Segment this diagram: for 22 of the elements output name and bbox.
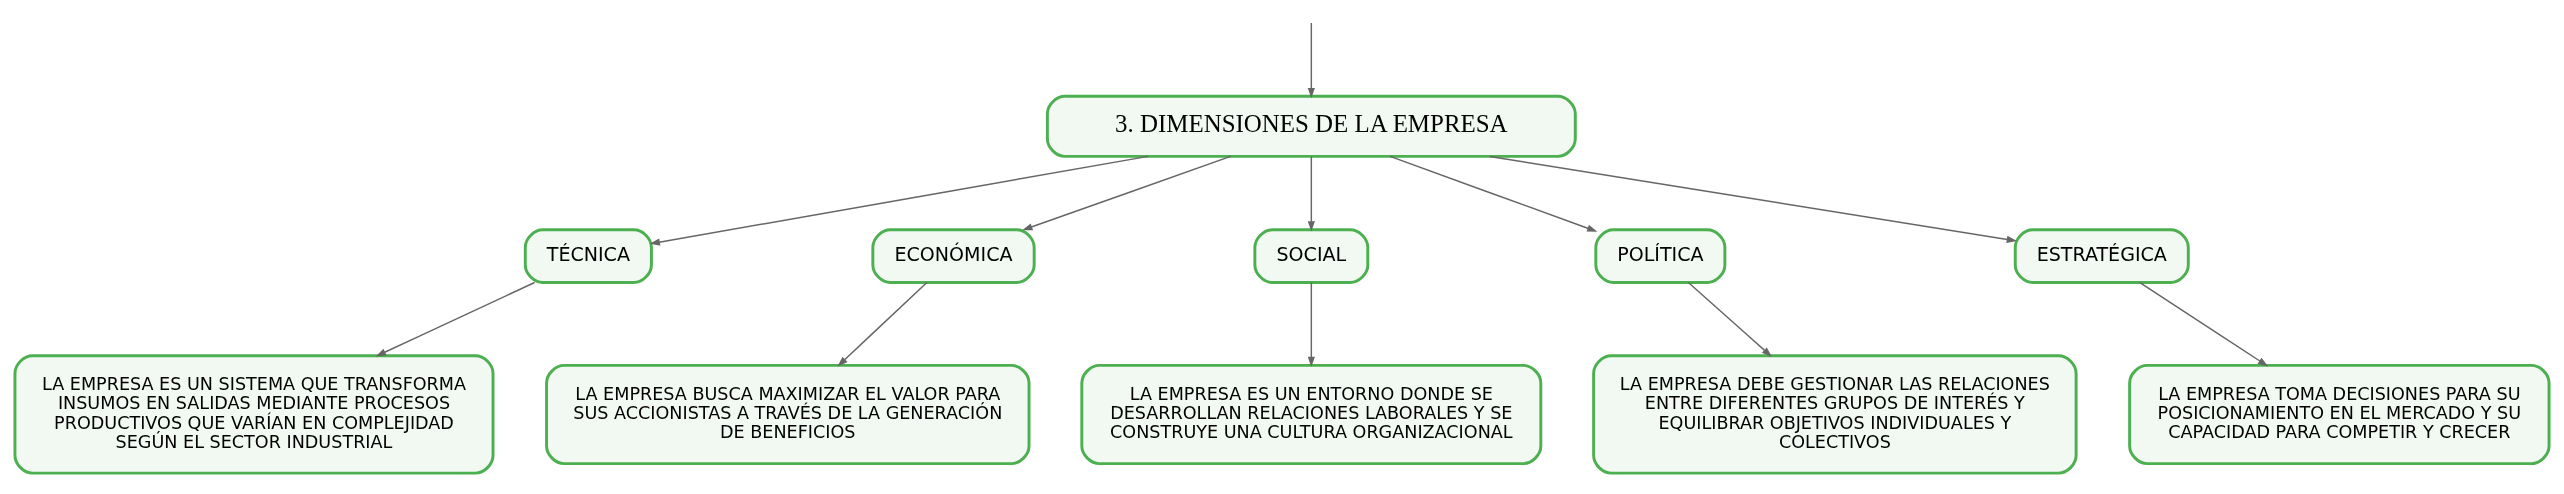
node-box: SOCIAL xyxy=(1253,227,1370,284)
arrow xyxy=(1307,21,1315,98)
arrow xyxy=(1022,155,1232,230)
arrow xyxy=(1389,155,1598,232)
node-box: LA EMPRESA BUSCA MAXIMIZAR EL VALOR PARA SUS ACCIONISTAS A TRAVÉS DE LA GENERACIÓN DE BENEFICIOS xyxy=(545,363,1031,465)
arrow xyxy=(2139,281,2269,366)
node-box: ECONÓMICA xyxy=(871,227,1036,284)
node-box: POLÍTICA xyxy=(1594,227,1727,284)
node-box: LA EMPRESA ES UN SISTEMA QUE TRANSFORMA INSUMOS EN SALIDAS MEDIANTE PROCESOS PRODUCTIVOS QUE VARÍAN EN COMPLEJIDAD SEGÚN EL SECTOR INDUSTRIAL xyxy=(13,353,495,475)
node-box: LA EMPRESA DEBE GESTIONAR LAS RELACIONES ENTRE DIFERENTES GRUPOS DE INTERÉS Y EQUILIBRAR OBJETIVOS INDIVIDUALES Y COLECTIVOS xyxy=(1592,353,2078,475)
node-box: LA EMPRESA ES UN ENTORNO DONDE SE DESARROLLAN RELACIONES LABORALES Y SE CONSTRUYE UNA CULTURA ORGANIZACIONAL xyxy=(1080,363,1543,465)
arrow xyxy=(649,155,1149,246)
node-box: TÉCNICA xyxy=(523,227,653,284)
node-box: ESTRATÉGICA xyxy=(2013,227,2190,284)
arrow xyxy=(1488,155,2017,243)
arrow xyxy=(375,281,536,356)
arrow xyxy=(837,281,928,366)
arrow xyxy=(1307,155,1315,232)
arrow xyxy=(1307,281,1315,367)
node-box: LA EMPRESA TOMA DECISIONES PARA SU POSICIONAMIENTO EN EL MERCADO Y SU CAPACIDAD PARA COMPETIR Y CRECER xyxy=(2128,363,2551,465)
node-box: 3. DIMENSIONES DE LA EMPRESA xyxy=(1045,94,1577,158)
arrow xyxy=(1687,281,1772,357)
